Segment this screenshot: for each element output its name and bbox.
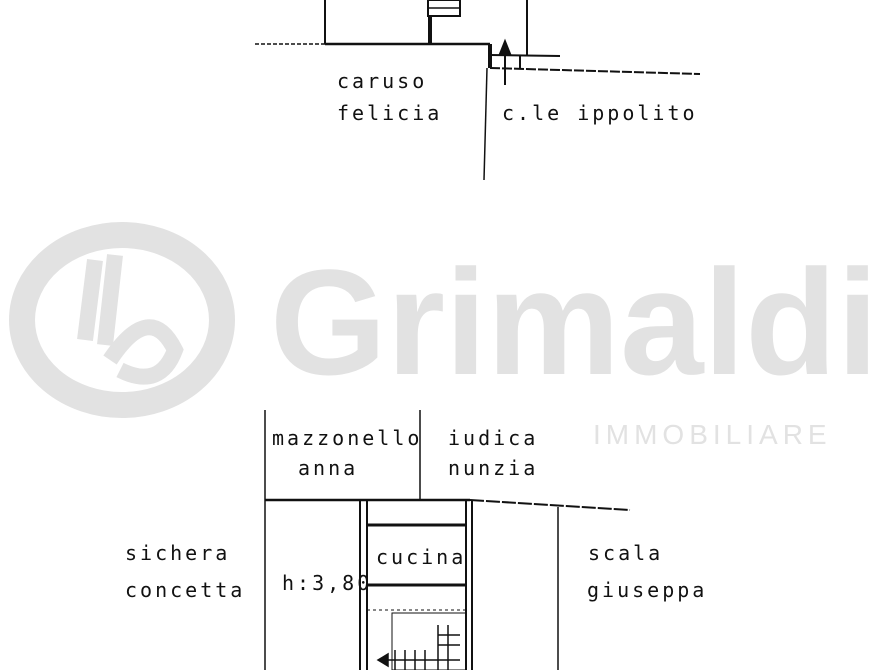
neighbor-label-felicia: felicia [337, 101, 442, 125]
watermark-tagline: IMMOBILIARE [593, 419, 832, 450]
stairs-icon [376, 625, 460, 670]
neighbor-label-ippolito: c.le ippolito [502, 101, 698, 125]
grimaldi-logo-icon [9, 222, 235, 418]
neighbor-label-sichera: sichera [125, 541, 230, 565]
neighbor-label-giuseppa: giuseppa [587, 578, 707, 602]
top-plan-walls [255, 0, 701, 181]
bottom-plan-walls [264, 410, 631, 670]
neighbor-label-iudica: iudica [448, 426, 538, 450]
ceiling-height-note: h:3,80 [282, 571, 372, 595]
neighbor-label-caruso: caruso [337, 69, 427, 93]
neighbor-label-mazzonello: mazzonello [272, 426, 422, 450]
watermark: Grimaldi IMMOBILIARE [9, 222, 879, 450]
neighbor-label-nunzia: nunzia [448, 456, 538, 480]
neighbor-label-scala: scala [588, 541, 663, 565]
neighbor-label-anna: anna [298, 456, 358, 480]
neighbor-label-concetta: concetta [125, 578, 245, 602]
room-label-cucina: cucina [376, 545, 466, 569]
watermark-brand: Grimaldi [270, 238, 879, 406]
